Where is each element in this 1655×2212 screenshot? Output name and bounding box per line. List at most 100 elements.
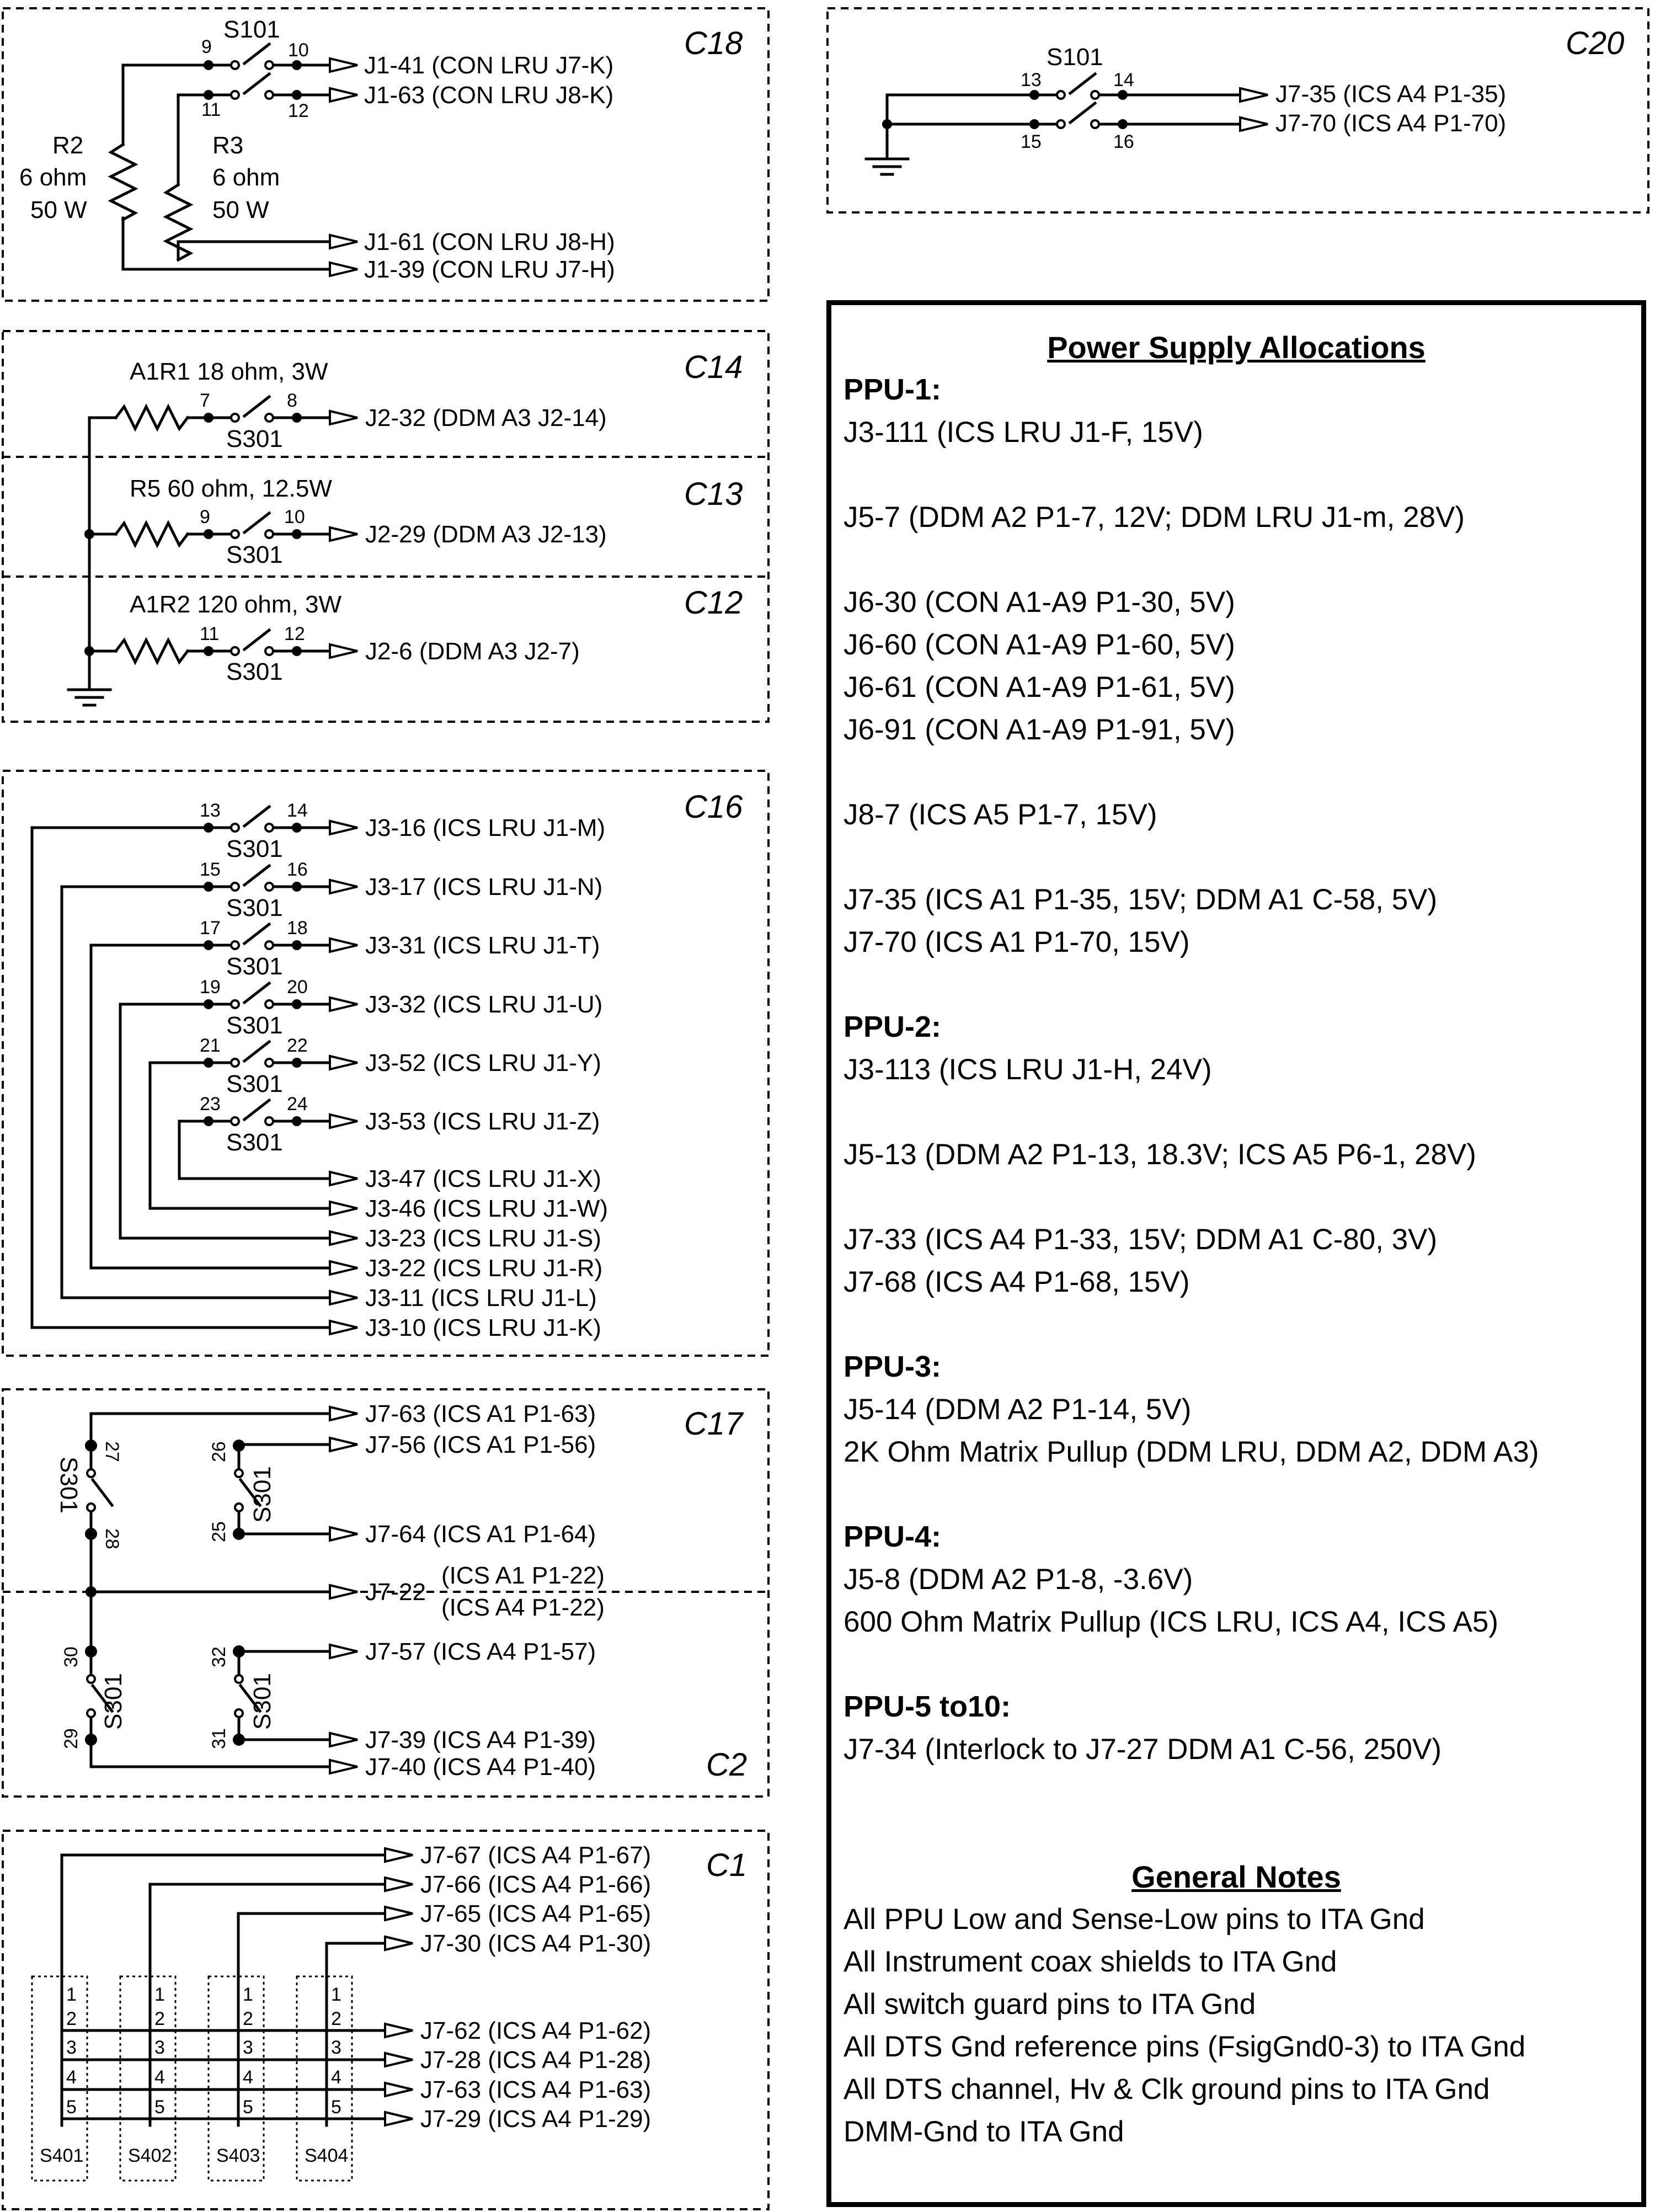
allocation-line: J6-60 (CON A1-A9 P1-60, 5V)	[843, 628, 1235, 661]
spacer	[843, 1176, 1641, 1218]
svg-text:5: 5	[154, 2097, 165, 2118]
pin-13: 13	[200, 800, 221, 821]
pin-31: 31	[209, 1728, 229, 1749]
pin-7: 7	[200, 390, 210, 411]
allocation-line: J7-33 (ICS A4 P1-33, 15V; DDM A1 C-80, 3…	[843, 1223, 1438, 1256]
c16-wires	[30, 826, 332, 1329]
pin-12: 12	[288, 100, 309, 121]
allocation-line: J5-8 (DDM A2 P1-8, -3.6V)	[843, 1563, 1193, 1596]
svg-text:1: 1	[243, 1984, 253, 2005]
c1-net-label: J7-28 (ICS A4 P1-28)	[420, 2046, 651, 2074]
spacer	[843, 1091, 1641, 1133]
allocation-line: J6-61 (CON A1-A9 P1-61, 5V)	[843, 671, 1235, 703]
arrow	[329, 262, 359, 277]
c1-net-label: J7-62 (ICS A4 P1-62)	[420, 2017, 651, 2044]
c17-shared-a4: (ICS A4 P1-22)	[441, 1594, 605, 1621]
s401-label: S401	[40, 2145, 83, 2166]
pin-13: 13	[1021, 70, 1042, 90]
c18-net-label: J1-39 (CON LRU J7-H)	[364, 256, 615, 283]
section-c18: C18 S101 9 10 11 12 R2 6 ohm 50 W R3 6 o…	[2, 7, 770, 302]
pin-16: 16	[1113, 131, 1134, 152]
c2-net-label: J7-40 (ICS A4 P1-40)	[365, 1753, 596, 1781]
allocation-line: J7-34 (Interlock to J7-27 DDM A1 C-56, 2…	[843, 1733, 1442, 1766]
arrow	[1239, 116, 1269, 132]
pin-30: 30	[61, 1646, 82, 1667]
c14-net-label: J2-32 (DDM A3 J2-14)	[365, 404, 607, 431]
s301-label: S301	[226, 894, 283, 921]
c16-net-label: J3-23 (ICS LRU J1-S)	[365, 1225, 601, 1252]
general-note: All DTS Gnd reference pins (FsigGnd0-3) …	[843, 2030, 1526, 2063]
c14-label: C14	[684, 349, 743, 385]
ppu-heading: PPU-4:	[843, 1520, 942, 1553]
ppu-heading: PPU-2:	[843, 1010, 942, 1043]
pin-12: 12	[284, 623, 305, 644]
c2-net-label: J7-39 (ICS A4 P1-39)	[365, 1726, 596, 1753]
allocation-line: 600 Ohm Matrix Pullup (ICS LRU, ICS A4, …	[843, 1606, 1499, 1638]
pin-10: 10	[284, 507, 305, 527]
c17-shared-pin: J7-22	[365, 1579, 426, 1606]
arrow	[1239, 87, 1269, 103]
pin-22: 22	[287, 1035, 308, 1056]
c12-net-label: J2-6 (DDM A3 J2-7)	[365, 638, 580, 665]
svg-text:5: 5	[243, 2097, 253, 2118]
svg-text:1: 1	[66, 1984, 77, 2005]
pin-28: 28	[102, 1528, 122, 1549]
pin-9: 9	[201, 36, 212, 57]
s301-label: S301	[226, 1012, 283, 1039]
ppu-heading: PPU-1:	[843, 373, 942, 406]
c16-net-label: J3-22 (ICS LRU J1-R)	[365, 1255, 602, 1282]
ground-symbol	[866, 159, 908, 174]
c16-net-label: J3-10 (ICS LRU J1-K)	[365, 1314, 601, 1341]
svg-text:2: 2	[154, 2008, 165, 2029]
c20-net-label: J7-70 (ICS A4 P1-70)	[1275, 110, 1506, 137]
r3-resistor	[166, 185, 190, 260]
pin-11: 11	[200, 623, 219, 644]
c16-net-label: J3-53 (ICS LRU J1-Z)	[365, 1108, 600, 1135]
spacer	[843, 1303, 1641, 1346]
arrow	[329, 643, 359, 659]
svg-text:1: 1	[331, 1984, 341, 2005]
c17-label: C17	[684, 1406, 744, 1442]
c13-label: C13	[684, 476, 743, 512]
s301-label: S301	[249, 1466, 276, 1523]
c17-net-label: J7-56 (ICS A1 P1-56)	[365, 1431, 596, 1458]
ppu-heading: PPU-5 to10:	[843, 1690, 1011, 1723]
r3-power: 50 W	[212, 196, 269, 223]
c16-net-label: J3-46 (ICS LRU J1-W)	[365, 1195, 608, 1222]
svg-text:4: 4	[66, 2067, 77, 2088]
a1r1-resistor	[116, 407, 188, 429]
spacer	[843, 539, 1641, 581]
c1-net-label: J7-30 (ICS A4 P1-30)	[420, 1930, 651, 1957]
c1-wires	[60, 1853, 387, 2127]
c16-net-label: J3-32 (ICS LRU J1-U)	[365, 991, 602, 1018]
pin-16: 16	[287, 859, 308, 880]
pin-8: 8	[287, 390, 297, 411]
s301-label: S301	[226, 1070, 283, 1097]
arrow	[329, 57, 359, 73]
s301-label: S301	[226, 658, 283, 685]
allocation-line: J3-113 (ICS LRU J1-H, 24V)	[843, 1053, 1212, 1086]
spacer	[843, 454, 1641, 496]
allocation-line: J7-70 (ICS A1 P1-70, 15V)	[843, 926, 1190, 958]
c1-arrows	[384, 1847, 414, 2126]
arrow	[329, 526, 359, 542]
c18-net-label: J1-63 (CON LRU J8-K)	[364, 82, 613, 109]
spacer	[843, 1643, 1641, 1686]
junction-dot	[84, 529, 94, 539]
s402-label: S402	[128, 2145, 172, 2166]
c16-net-label: J3-47 (ICS LRU J1-X)	[365, 1165, 601, 1192]
allocation-line: J6-30 (CON A1-A9 P1-30, 5V)	[843, 586, 1235, 619]
spacer	[843, 963, 1641, 1006]
svg-text:2: 2	[331, 2008, 341, 2029]
allocation-line: J6-91 (CON A1-A9 P1-91, 5V)	[843, 713, 1235, 746]
c1-net-label: J7-66 (ICS A4 P1-66)	[420, 1871, 651, 1898]
c16-arrows	[329, 820, 359, 1335]
general-notes-title: General Notes	[1131, 1859, 1341, 1894]
c18-wires	[121, 63, 332, 271]
section-c14-c13-c12: C14 C13 C12 A1R1 18 ohm, 3W R5 60 ohm, 1…	[2, 330, 770, 723]
general-notes-list: All PPU Low and Sense-Low pins to ITA Gn…	[843, 1898, 1641, 2153]
section-c17-c2: C17 C2 27 28 S301 26 25 S301 30 29 S301 …	[2, 1388, 770, 1798]
pin-29: 29	[61, 1728, 82, 1749]
